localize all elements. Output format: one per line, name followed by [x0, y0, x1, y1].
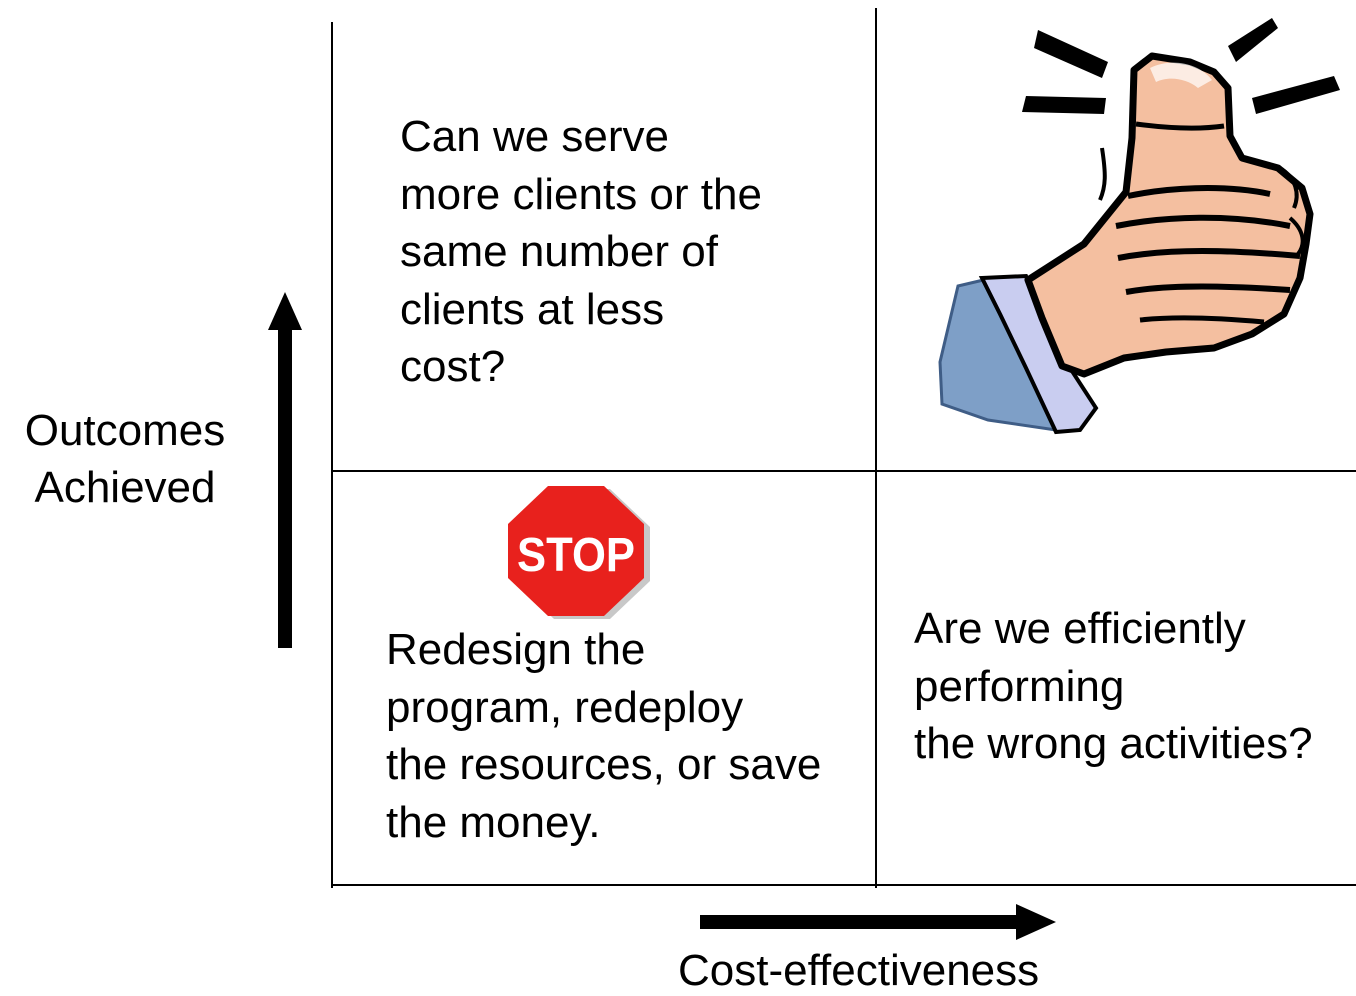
x-axis-label: Cost-effectiveness [678, 946, 1040, 995]
grid-vertical-left [331, 22, 333, 888]
y-axis-label: Outcomes Achieved [24, 406, 226, 512]
stop-sign-label: STOP [517, 529, 635, 582]
grid-horizontal-middle [331, 470, 1356, 472]
thumbs-up-icon [938, 18, 1340, 435]
quadrant-bottom-right-text: Are we efficiently performing the wrong … [914, 604, 1313, 768]
grid-vertical-center [875, 8, 877, 888]
quadrant-top-left-text: Can we serve more clients or the same nu… [400, 112, 762, 391]
up-arrow-icon [268, 292, 302, 648]
grid-horizontal-bottom [331, 884, 1356, 886]
quadrant-bottom-left-text: Redesign the program, redeploy the resou… [386, 625, 822, 847]
stop-sign-icon: STOP [508, 486, 650, 619]
right-arrow-icon [700, 904, 1056, 940]
